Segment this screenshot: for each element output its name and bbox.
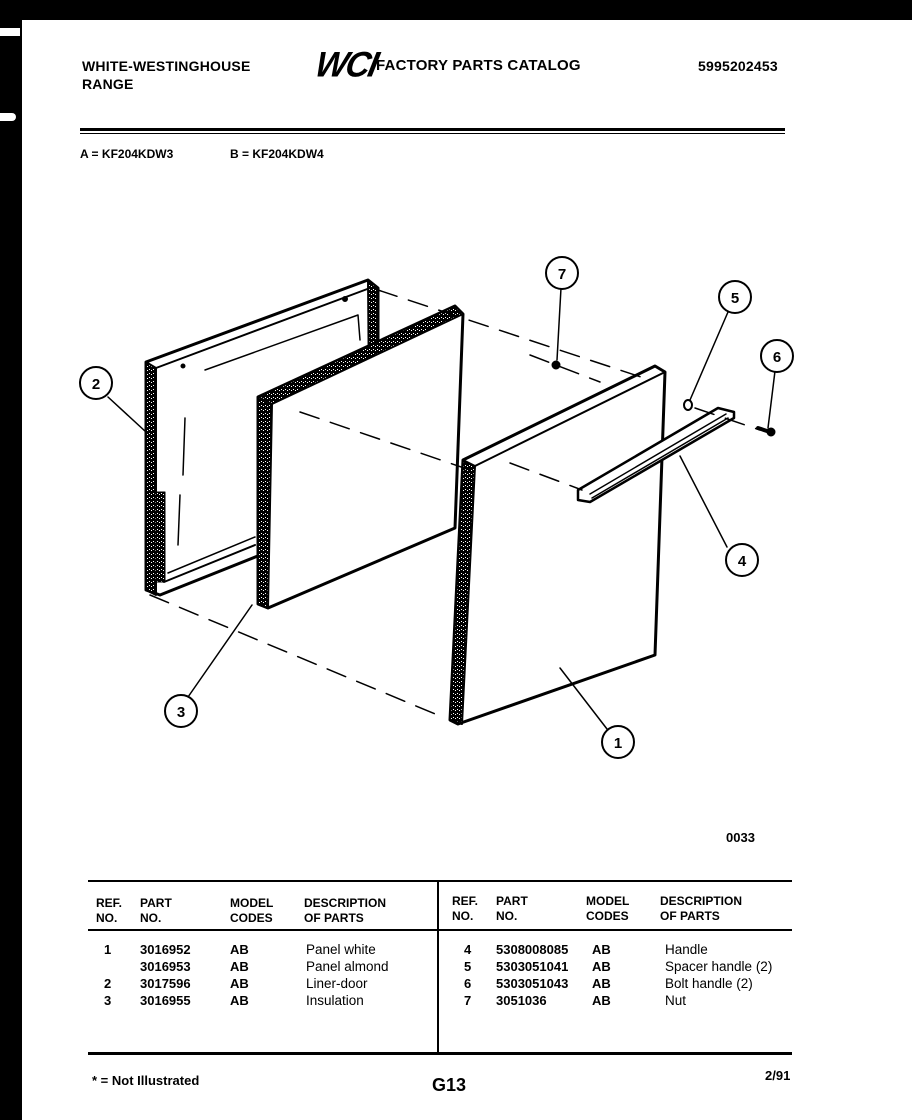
header-ref-no-left: REF.NO. xyxy=(96,896,123,925)
callout-4 xyxy=(725,543,759,577)
table-bottom-rule xyxy=(88,1052,792,1055)
description: Liner-door xyxy=(306,976,368,991)
table-header-rule xyxy=(88,929,792,931)
ref-no: 7 xyxy=(464,993,472,1008)
part-no: 3016952 xyxy=(140,942,191,957)
assembly-lines xyxy=(149,289,761,717)
model-b: B = KF204KDW4 xyxy=(230,147,324,161)
description: Panel almond xyxy=(306,959,389,974)
description: Insulation xyxy=(306,993,364,1008)
callout-5 xyxy=(718,280,752,314)
ref-no: 4 xyxy=(464,942,472,957)
part-no: 3017596 xyxy=(140,976,191,991)
catalog-number: 5995202453 xyxy=(698,58,778,74)
scan-border-left xyxy=(0,0,22,1120)
callout-label-5: 5 xyxy=(731,290,739,307)
part-no: 3051036 xyxy=(496,993,547,1008)
callout-label-6: 6 xyxy=(773,349,781,366)
header-ref-no-right: REF.NO. xyxy=(452,894,479,923)
callout-label-3: 3 xyxy=(177,704,185,721)
revision-date: 2/91 xyxy=(765,1068,791,1083)
callout-label-2: 2 xyxy=(92,376,100,393)
header-rule xyxy=(80,128,785,131)
model-codes: AB xyxy=(592,959,611,974)
callout-label-4: 4 xyxy=(738,553,747,570)
model-codes: AB xyxy=(592,976,611,991)
callout-leaders xyxy=(107,287,776,730)
handle-part xyxy=(576,406,736,504)
description: Spacer handle (2) xyxy=(665,959,773,974)
scan-artifact xyxy=(0,113,16,121)
outer-panel-part xyxy=(448,364,667,726)
table-column-divider xyxy=(437,882,439,1052)
part-no: 5303051043 xyxy=(496,976,569,991)
callout-7 xyxy=(545,256,579,290)
header-rule-thin xyxy=(80,133,785,134)
brand-line-2: RANGE xyxy=(82,76,134,92)
table-top-rule xyxy=(88,880,792,882)
part-no: 5303051041 xyxy=(496,959,569,974)
model-codes: AB xyxy=(592,942,611,957)
model-codes: AB xyxy=(592,993,611,1008)
ref-no: 6 xyxy=(464,976,472,991)
callout-circles xyxy=(79,256,794,759)
callout-2 xyxy=(79,366,113,400)
callout-label-7: 7 xyxy=(558,266,566,283)
callout-1 xyxy=(601,725,635,759)
scan-border-top xyxy=(0,0,912,20)
description: Nut xyxy=(665,993,687,1008)
part-no: 3016953 xyxy=(140,959,191,974)
catalog-title: FACTORY PARTS CATALOG xyxy=(376,57,581,74)
brand-line-1: WHITE-WESTINGHOUSE xyxy=(82,58,251,74)
part-no: 3016955 xyxy=(140,993,191,1008)
model-codes: AB xyxy=(230,959,249,974)
bolt-part xyxy=(756,426,776,437)
part-no: 5308008085 xyxy=(496,942,569,957)
description: Bolt handle (2) xyxy=(665,976,753,991)
description: Handle xyxy=(665,942,708,957)
description: Panel white xyxy=(306,942,376,957)
not-illustrated-note: * = Not Illustrated xyxy=(92,1073,200,1088)
model-codes: AB xyxy=(230,942,249,957)
page-number: G13 xyxy=(432,1075,467,1095)
exploded-parts-diagram: 1 2 3 4 5 6 7 xyxy=(79,256,794,759)
brand-name: WHITE-WESTINGHOUSE RANGE xyxy=(82,57,250,93)
ref-no: 5 xyxy=(464,959,472,974)
ref-no: 3 xyxy=(104,993,112,1008)
scan-artifact xyxy=(0,28,20,36)
ref-no: 1 xyxy=(104,942,112,957)
callout-6 xyxy=(760,339,794,373)
callout-label-1: 1 xyxy=(614,735,622,752)
insulation-part xyxy=(256,304,465,610)
nut-part xyxy=(551,360,561,370)
model-a: A = KF204KDW3 xyxy=(80,147,174,161)
figure-code: 0033 xyxy=(726,830,755,845)
model-codes: AB xyxy=(230,993,249,1008)
spacer-part xyxy=(683,399,693,411)
callout-3 xyxy=(164,694,198,728)
ref-no: 2 xyxy=(104,976,112,991)
model-codes: AB xyxy=(230,976,249,991)
